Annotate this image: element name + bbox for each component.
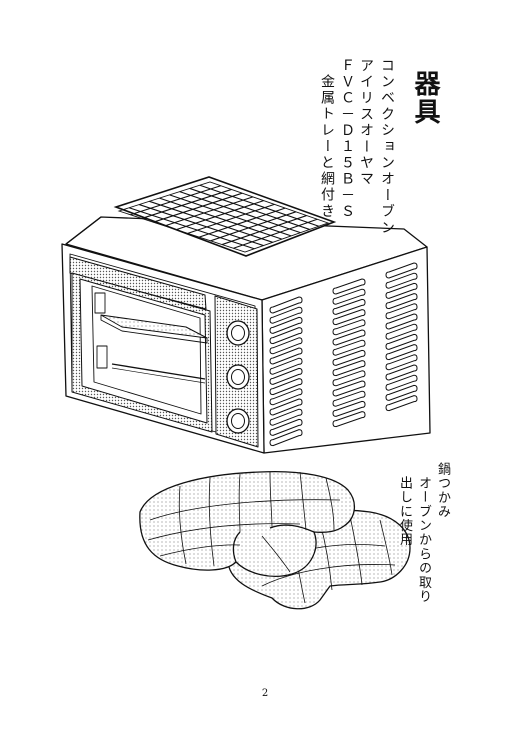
vent-slot <box>269 337 303 355</box>
vent-slot <box>332 298 366 315</box>
vent-slot <box>269 388 303 406</box>
vent-slot <box>385 272 418 289</box>
rack-wire <box>141 188 232 219</box>
vent-slot <box>385 364 418 381</box>
page-number: 2 <box>261 688 269 699</box>
vent-slot <box>385 282 418 299</box>
oven-accessories-text: 金属トレーと網付き <box>319 74 335 220</box>
rack-wire <box>139 204 264 247</box>
vent-slot <box>332 329 366 346</box>
vent-slot <box>385 333 418 350</box>
vent-slot <box>332 380 366 397</box>
rack-wire <box>130 185 221 216</box>
oven-mitts-illustration <box>139 470 411 610</box>
rack-wire <box>210 211 296 242</box>
vent-slot <box>269 408 303 426</box>
oven-type-text: コンベクションオーブン <box>379 58 395 237</box>
vent-slot <box>385 384 418 401</box>
vent-slot <box>332 339 366 356</box>
rack-wire <box>199 184 319 227</box>
rack-wire <box>176 200 264 231</box>
vent-slot <box>269 306 303 324</box>
vent-slot <box>332 278 366 295</box>
vent-slot <box>332 400 366 417</box>
vent-slot <box>269 398 303 416</box>
mitts-label: 鍋つかみ <box>435 462 450 519</box>
rack-wire <box>233 218 318 249</box>
rack-wire <box>187 203 275 234</box>
vent-slot <box>269 429 303 447</box>
vent-slot <box>385 344 418 361</box>
vent-slot <box>385 395 418 412</box>
rack-wire <box>149 200 273 243</box>
wire-rack-illustration <box>113 176 337 257</box>
rack-wire <box>199 207 286 238</box>
vent-slot <box>269 378 303 396</box>
vent-slot <box>332 390 366 407</box>
oven-model-text: ＦＶＣ－Ｄ１５Ｂ－Ｓ <box>339 58 355 220</box>
rack-wire <box>159 197 283 240</box>
vent-slot <box>332 360 366 377</box>
vent-slot <box>385 262 418 279</box>
vent-slot <box>332 370 366 387</box>
vent-slot <box>269 367 303 385</box>
vent-slot <box>385 313 418 330</box>
vent-slot <box>332 349 366 366</box>
mitts-usage-text-2: 出しに使用 <box>397 476 412 547</box>
rack-wire <box>189 187 310 230</box>
vent-slot <box>385 323 418 340</box>
rack-wire <box>153 192 243 223</box>
mitts-usage-text: オーブンからの取り <box>416 476 431 604</box>
vent-slot <box>332 309 366 326</box>
rack-wire <box>221 215 307 246</box>
vent-slot <box>332 319 366 336</box>
rack-wire <box>169 194 292 237</box>
rack-wire <box>179 191 301 234</box>
vent-slot <box>332 411 366 428</box>
section-heading: 器具 <box>410 70 440 126</box>
oven-illustration <box>61 216 431 454</box>
vent-slot <box>385 303 418 320</box>
oven-maker-text: アイリスオーヤマ <box>358 58 374 188</box>
vent-slot <box>385 354 418 371</box>
rack-wire <box>164 196 254 227</box>
vent-slot <box>385 374 418 391</box>
vent-slot <box>269 357 303 375</box>
vent-slot <box>269 296 303 314</box>
vent-slot <box>385 293 418 310</box>
vent-slot <box>269 418 303 436</box>
vent-slot <box>332 288 366 305</box>
rack-wire <box>128 207 255 250</box>
vent-slot <box>269 347 303 365</box>
vent-slot <box>269 327 303 345</box>
vent-slot <box>269 316 303 334</box>
